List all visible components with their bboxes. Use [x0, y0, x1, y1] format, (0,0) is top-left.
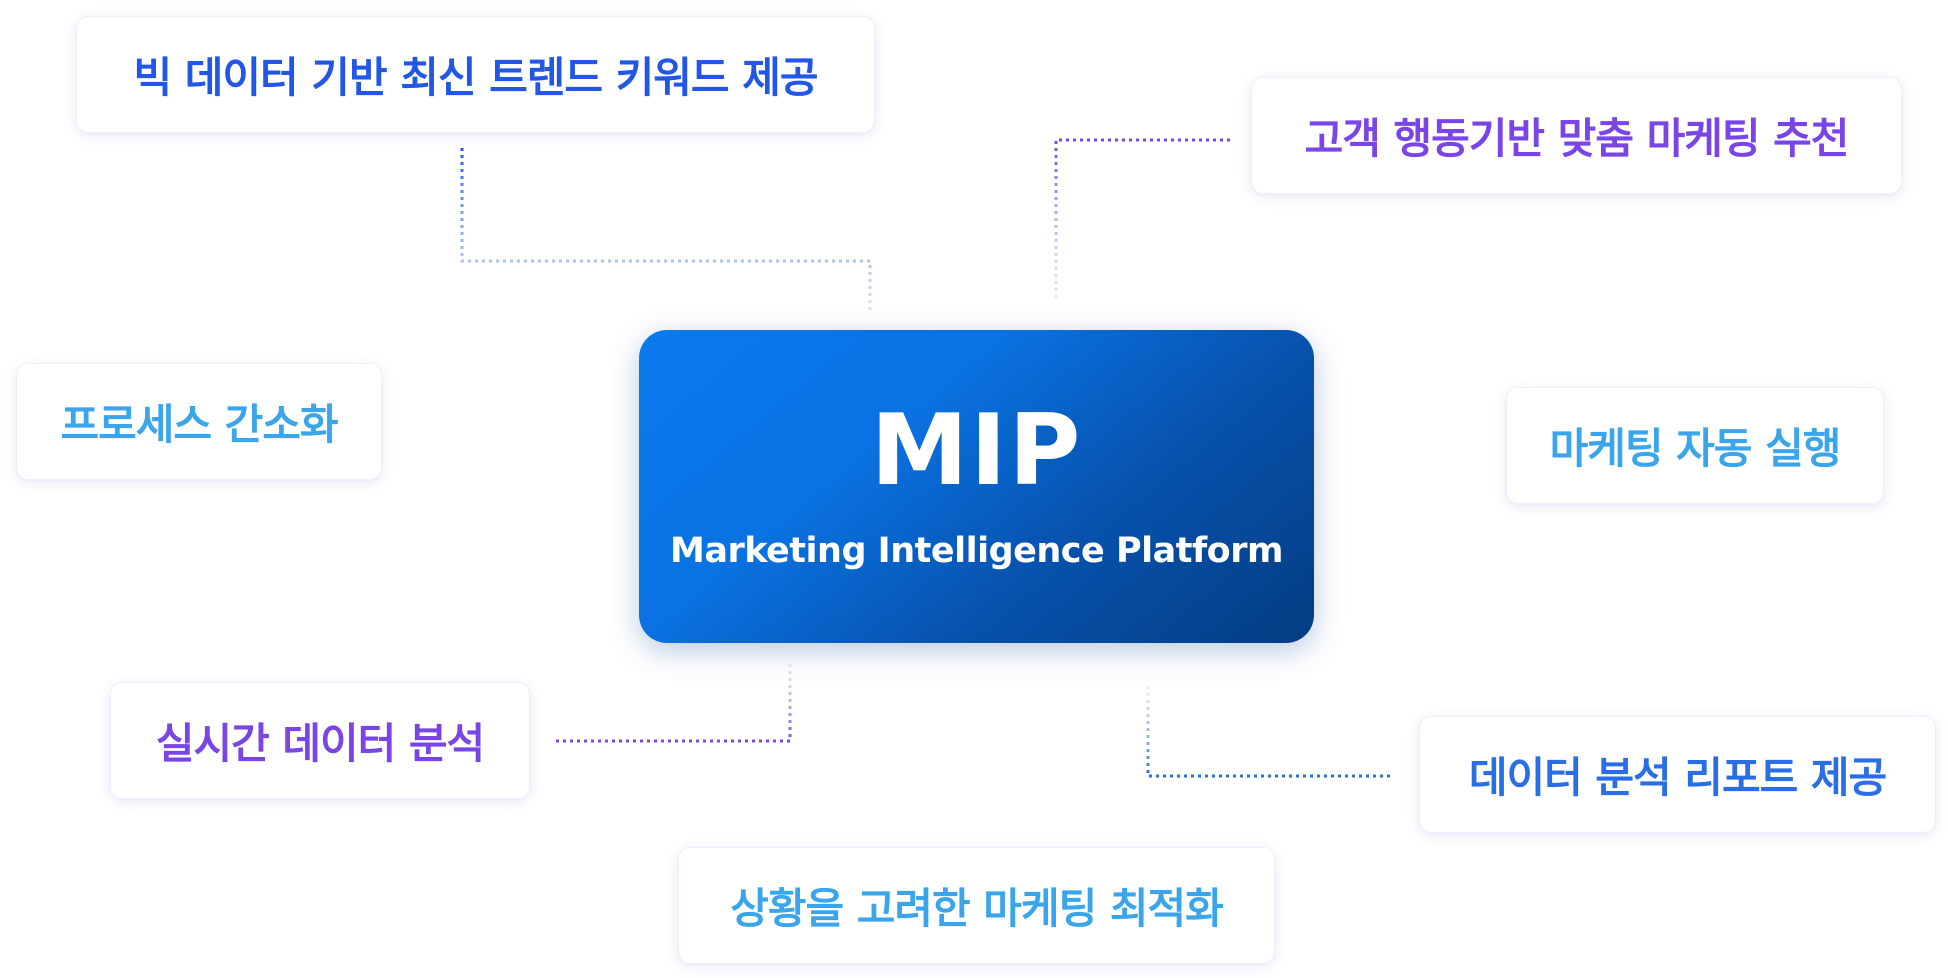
node-auto-marketing: 마케팅 자동 실행: [1506, 387, 1884, 504]
connector-big-data: [460, 148, 872, 312]
connector-analysis-report: [1146, 686, 1390, 778]
node-customer-behavior: 고객 행동기반 맞춤 마케팅 추천: [1251, 77, 1902, 194]
node-auto-marketing-label: 마케팅 자동 실행: [1549, 424, 1842, 473]
connector-customer-behavior: [1054, 138, 1230, 302]
node-big-data-keywords-label: 빅 데이터 기반 최신 트렌드 키워드 제공: [133, 53, 819, 102]
node-realtime-analysis: 실시간 데이터 분석: [110, 682, 530, 799]
center-subtitle: Marketing Intelligence Platform: [670, 531, 1283, 571]
node-context-optimize: 상황을 고려한 마케팅 최적화: [678, 847, 1275, 964]
node-big-data-keywords: 빅 데이터 기반 최신 트렌드 키워드 제공: [76, 16, 875, 133]
center-title: MIP: [870, 394, 1083, 508]
mip-center-node: MIP Marketing Intelligence Platform: [639, 330, 1314, 643]
node-process-simplify: 프로세스 간소화: [16, 363, 382, 480]
node-analysis-report-label: 데이터 분석 리포트 제공: [1468, 753, 1887, 802]
node-customer-behavior-label: 고객 행동기반 맞춤 마케팅 추천: [1304, 114, 1850, 163]
node-process-simplify-label: 프로세스 간소화: [60, 400, 338, 449]
connector-realtime-analysis: [552, 664, 792, 743]
node-realtime-analysis-label: 실시간 데이터 분석: [155, 719, 485, 768]
node-analysis-report: 데이터 분석 리포트 제공: [1419, 716, 1936, 833]
node-context-optimize-label: 상황을 고려한 마케팅 최적화: [730, 884, 1224, 933]
